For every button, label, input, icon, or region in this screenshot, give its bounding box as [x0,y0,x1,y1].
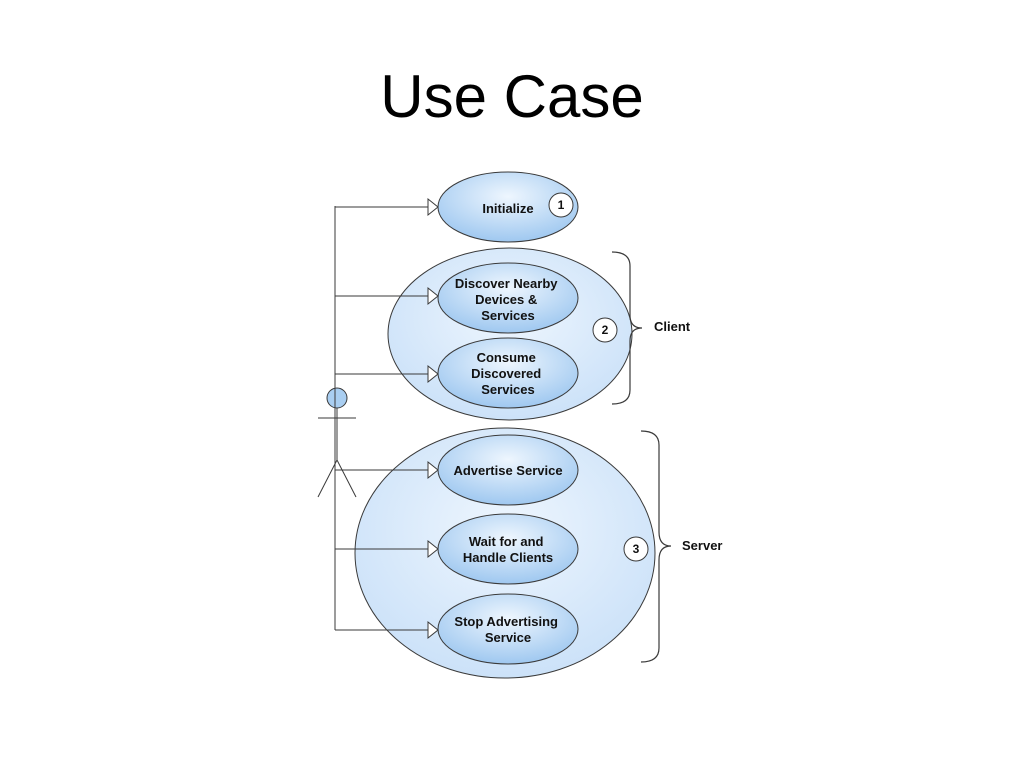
svg-text:2: 2 [602,323,609,337]
use-case-initialize [437,171,579,243]
association-discover [335,286,439,306]
use-case-advertise-label: Advertise Service [453,463,562,478]
association-stop [335,620,439,640]
use-case-wait-label: Wait for and Handle Clients [463,534,553,565]
server-group-label: Server [682,538,722,553]
association-consume [335,364,439,384]
association-wait [335,539,439,559]
use-case-wait [437,513,579,585]
actor-head [326,387,348,409]
client-brace [611,251,643,405]
use-case-consume-label: Consume Discovered Services [471,350,545,397]
svg-text:1: 1 [558,198,565,212]
use-case-stop-label: Stop Advertising Service [454,614,561,645]
use-case-discover [437,262,579,334]
number-badge-2: 2 [592,317,618,343]
use-case-advertise [437,434,579,506]
actor [317,387,357,498]
use-case-stop [437,593,579,665]
association-initialize [335,197,439,217]
svg-text:3: 3 [633,542,640,556]
number-badge-1: 1 [548,192,574,218]
server-brace [640,430,672,663]
use-case-consume [437,337,579,409]
use-case-discover-label: Discover Nearby Devices & Services [455,276,561,323]
use-case-initialize-label: Initialize [482,201,533,216]
slide-title: Use Case [380,63,644,130]
number-badge-3: 3 [623,536,649,562]
association-advertise [335,460,439,480]
client-group-label: Client [654,319,691,334]
